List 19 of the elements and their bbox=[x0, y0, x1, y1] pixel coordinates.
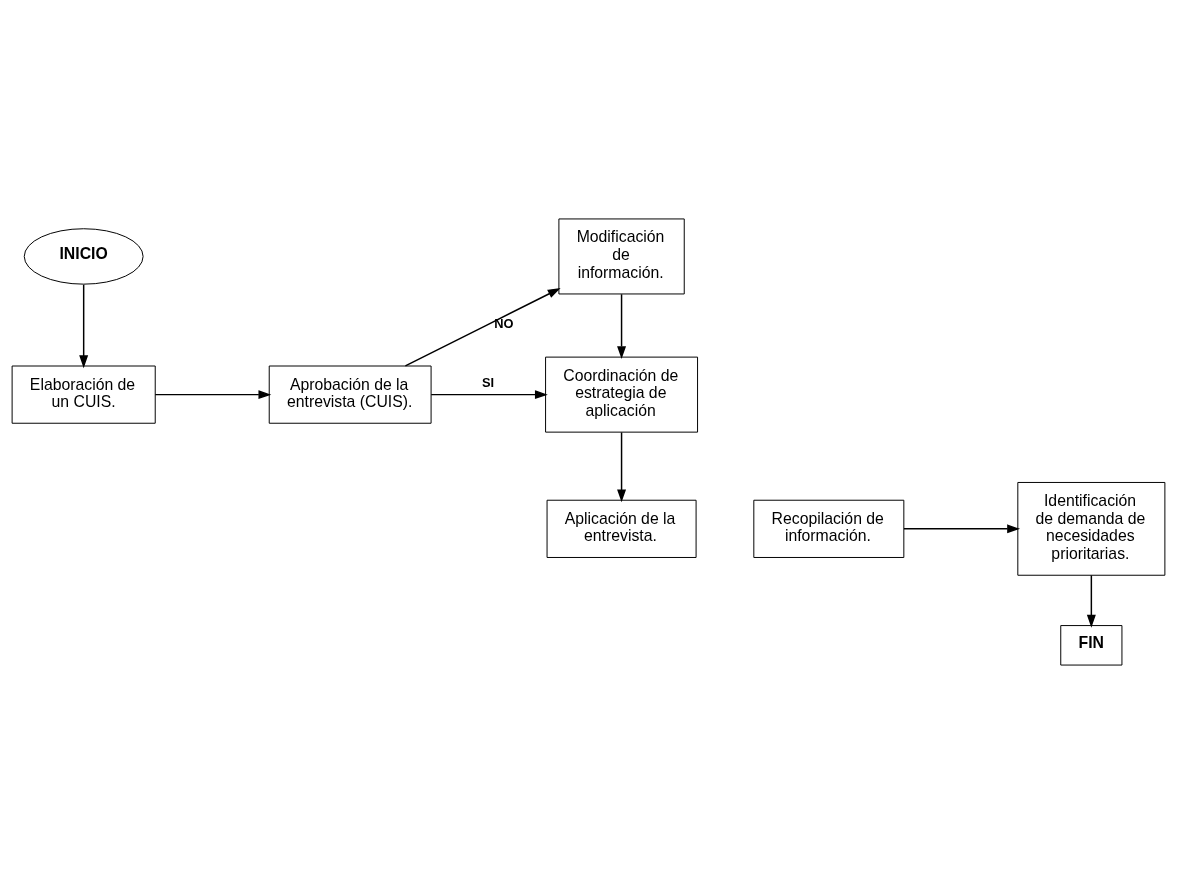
node-box: Modificación de información. bbox=[558, 218, 685, 295]
node-box: Aprobación de la entrevista (CUIS). bbox=[268, 365, 432, 424]
arrow bbox=[154, 390, 272, 400]
arrow bbox=[617, 431, 627, 503]
node-ellipse: INICIO bbox=[23, 228, 144, 285]
edge-label: NO bbox=[494, 315, 514, 331]
node-box: FIN bbox=[1060, 625, 1123, 666]
node-box: Coordinación de estrategia de aplicación bbox=[545, 356, 699, 433]
arrow bbox=[617, 293, 627, 359]
arrow bbox=[79, 283, 89, 369]
arrow bbox=[1086, 574, 1096, 628]
arrow bbox=[903, 524, 1020, 534]
edge-label: SI bbox=[481, 375, 495, 391]
node-box: Recopilación de información. bbox=[753, 499, 905, 558]
node-box: Aplicación de la entrevista. bbox=[546, 499, 697, 558]
arrow bbox=[404, 288, 561, 367]
node-box: Elaboración de un CUIS. bbox=[11, 365, 156, 424]
arrow bbox=[430, 390, 548, 400]
node-box: Identificación de demanda de necesidades prioritarias. bbox=[1017, 481, 1166, 576]
